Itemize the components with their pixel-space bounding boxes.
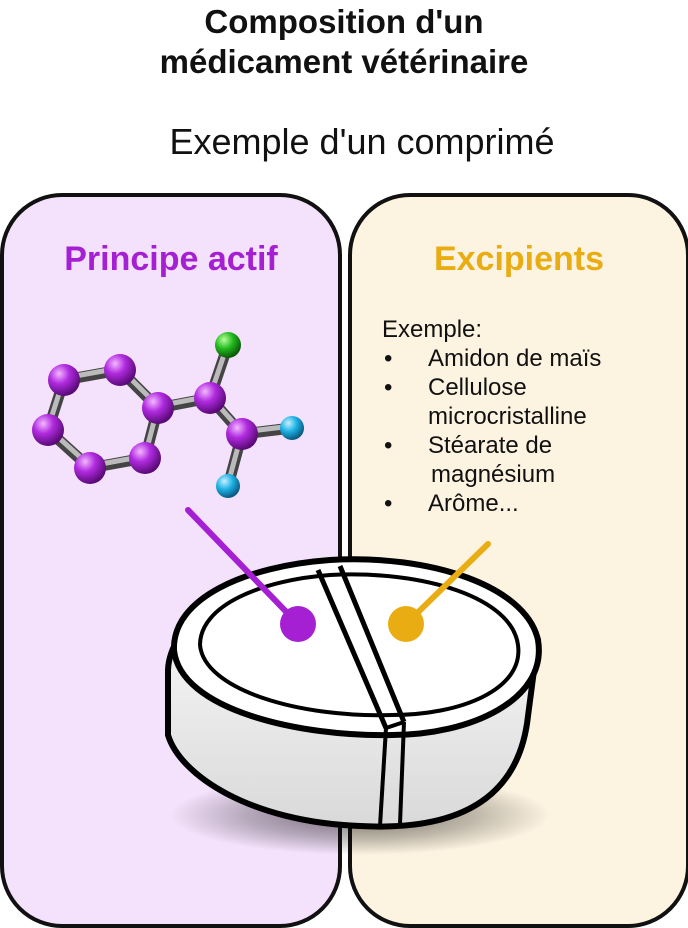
molecule-icon bbox=[32, 332, 304, 498]
tablet-icon bbox=[165, 556, 550, 855]
bullet: • bbox=[384, 490, 393, 517]
title-line-1: Composition d'un bbox=[204, 3, 484, 40]
excipients-pointer bbox=[388, 541, 491, 642]
example-label: Exemple: bbox=[382, 316, 483, 343]
title-line-2: médicament vétérinaire bbox=[159, 43, 529, 80]
item-text: Cellulose bbox=[428, 374, 527, 401]
item-text: Stéarate de bbox=[428, 432, 553, 459]
item-text-cont: magnésium bbox=[431, 461, 556, 488]
list-item: • Stéarate de magnésium bbox=[382, 431, 682, 489]
excipients-examples: Exemple: • Amidon de maïs • Cellulose mi… bbox=[382, 315, 682, 518]
bullet: • bbox=[384, 432, 393, 459]
active-ingredient-title: Principe actif bbox=[64, 240, 278, 278]
subtitle: Exemple d'un comprimé bbox=[169, 121, 555, 162]
list-item: • Amidon de maïs bbox=[382, 344, 682, 373]
excipients-list: • Amidon de maïs • Cellulose microcrista… bbox=[382, 344, 682, 518]
bullet: • bbox=[384, 374, 393, 401]
diagram-title: Composition d'un médicament vétérinaire bbox=[0, 2, 688, 82]
item-text-cont: microcristalline bbox=[428, 403, 587, 430]
active-ingredient-pointer bbox=[185, 507, 316, 642]
list-item: • Cellulose microcristalline bbox=[382, 373, 682, 431]
item-text: Arôme... bbox=[428, 490, 519, 517]
excipients-title: Excipients bbox=[433, 240, 605, 278]
list-item: • Arôme... bbox=[382, 489, 682, 518]
bullet: • bbox=[384, 345, 393, 372]
item-text: Amidon de maïs bbox=[428, 345, 602, 372]
